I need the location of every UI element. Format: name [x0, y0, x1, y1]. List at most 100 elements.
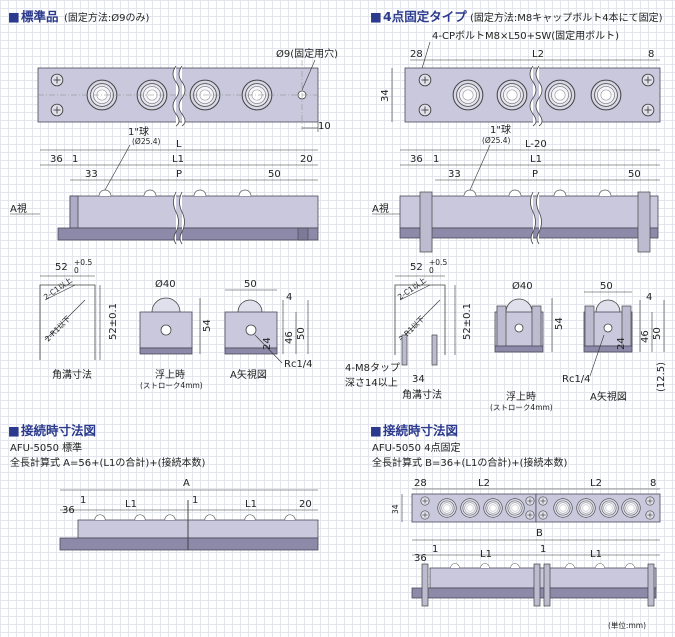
caption-groove: 角溝寸法 — [402, 388, 442, 401]
dim-12-5: (12.5) — [656, 362, 667, 392]
caption-float: 浮上時 — [506, 391, 536, 403]
bullet-icon: ■ — [8, 423, 20, 438]
dim-1: 1 — [540, 544, 546, 555]
dim-50-v: 50 — [296, 327, 307, 340]
dim-34: 34 — [412, 374, 425, 385]
view-a-label: A視 — [372, 202, 389, 215]
standard-top-view: Ø9(固定用穴) 10 — [37, 47, 338, 132]
dim-24: 24 — [616, 337, 627, 350]
formula-label: 全長計算式 B=36+(L1の合計)+(接続本数) — [372, 456, 568, 469]
dim-L2: L2 — [478, 478, 490, 489]
dim-B: B — [536, 528, 543, 539]
radius-label: 2-R1以下 — [397, 314, 427, 344]
rc-label: Rc1/4 — [284, 359, 313, 370]
dim-L1: L1 — [590, 549, 602, 560]
ball-diameter: (Ø25.4) — [482, 136, 511, 145]
section-note: (固定方法:Ø9のみ) — [64, 11, 150, 24]
angle-tol-bottom: 0 — [74, 266, 79, 275]
dia-40: Ø40 — [155, 278, 176, 290]
dim-28: 28 — [410, 49, 423, 60]
dim-50: 50 — [268, 169, 281, 180]
dim-28: 28 — [414, 478, 427, 489]
dim-20: 20 — [300, 154, 313, 165]
section-title: 接続時寸法図 — [383, 423, 458, 438]
caption-float: 浮上時 — [155, 369, 185, 381]
section-conn-std: ■ 接続時寸法図 AFU-5050 標準 全長計算式 A=56+(L1の合計)+… — [8, 423, 319, 551]
dim-8: 8 — [650, 478, 656, 489]
angle-dim: 52 — [55, 262, 68, 273]
bullet-icon: ■ — [8, 9, 20, 24]
section-standard-header: ■ 標準品 (固定方法:Ø9のみ) — [8, 9, 150, 24]
caption-stroke: (ストローク4mm) — [140, 381, 203, 390]
standard-front-view: L 36 1 L1 20 33 P 50 1"球 (Ø25.4) A視 — [10, 125, 319, 245]
dim-50: 50 — [628, 169, 641, 180]
formula-label: 全長計算式 A=56+(L1の合計)+(接続本数) — [10, 456, 206, 469]
m8-tap: 4-M8タップ — [345, 362, 400, 374]
section-conn-4pt: ■ 接続時寸法図 AFU-5050 4点固定 全長計算式 B=36+(L1の合計… — [370, 423, 661, 630]
angle-tol-bottom: 0 — [429, 266, 434, 275]
dim-36: 36 — [50, 154, 63, 165]
fixed4-front-view: 1"球 (Ø25.4) L-20 36 1 L1 33 P 50 A視 — [372, 123, 660, 253]
dim-34: 34 — [391, 504, 400, 514]
dim-8: 8 — [648, 49, 654, 60]
dim-46: 46 — [284, 331, 295, 344]
dim-10: 10 — [318, 121, 331, 132]
fixed4-top-view: 4-CPボルトM8×L50+SW(固定用ボルト) 28 L2 8 34 — [380, 29, 661, 127]
dim-P: P — [532, 169, 538, 180]
dia-40: Ø40 — [512, 280, 533, 292]
hole-label: Ø9(固定用穴) — [276, 47, 338, 60]
bullet-icon: ■ — [370, 423, 382, 438]
dim-36: 36 — [414, 553, 427, 564]
angle-tol-top: +0.5 — [429, 258, 447, 267]
section-fixed4-header: ■ 4点固定タイプ (固定方法:M8キャップボルト4本にて固定) — [370, 9, 663, 24]
ball-diameter: (Ø25.4) — [132, 137, 161, 146]
dim-4: 4 — [286, 292, 292, 303]
angle-tol-top: +0.5 — [74, 258, 92, 267]
dim-24: 24 — [262, 337, 273, 350]
width-50: 50 — [600, 281, 613, 292]
unit-label: (単位:mm) — [608, 620, 646, 630]
width-50: 50 — [244, 279, 257, 290]
dim-50-v: 50 — [652, 327, 663, 340]
dim-46: 46 — [640, 330, 651, 343]
dim-33: 33 — [448, 169, 461, 180]
dim-36: 36 — [410, 154, 423, 165]
caption-groove: 角溝寸法 — [52, 368, 92, 381]
dim-20: 20 — [299, 499, 312, 510]
section-title: 4点固定タイプ — [383, 9, 467, 24]
bolt-note: 4-CPボルトM8×L50+SW(固定用ボルト) — [432, 29, 619, 42]
dim-36: 36 — [62, 505, 75, 516]
dim-1: 1 — [80, 495, 86, 506]
dim-1: 1 — [192, 495, 198, 506]
fixed4-small-views: 52 +0.5 0 2-C1以上 2-R1以下 52±0.1 4-M8タップ 深… — [345, 258, 667, 412]
angle-dim: 52 — [410, 262, 423, 273]
caption-stroke: (ストローク4mm) — [490, 403, 553, 412]
dim-L1: L1 — [125, 499, 137, 510]
height-52: 52±0.1 — [462, 303, 473, 340]
ball-label: 1"球 — [490, 123, 511, 136]
dim-34: 34 — [380, 89, 391, 102]
dim-33: 33 — [85, 169, 98, 180]
section-note: (固定方法:M8キャップボルト4本にて固定) — [470, 11, 663, 24]
model-label: AFU-5050 4点固定 — [372, 441, 461, 454]
dim-1: 1 — [433, 154, 439, 165]
radius-label: 2-R1以下 — [43, 314, 73, 344]
dim-L1: L1 — [480, 549, 492, 560]
standard-small-views: 52 +0.5 0 2-C1以上 2-R1以下 52±0.1 角溝寸法 Ø40 … — [39, 258, 313, 390]
section-title: 接続時寸法図 — [21, 423, 96, 438]
bullet-icon: ■ — [370, 9, 382, 24]
rc-label: Rc1/4 — [562, 374, 591, 385]
section-title: 標準品 — [21, 9, 59, 24]
height-54: 54 — [554, 317, 565, 330]
ball-label: 1"球 — [128, 125, 149, 138]
m8-depth: 深さ14以上 — [345, 377, 398, 389]
height-54: 54 — [202, 319, 213, 332]
caption-a: A矢視図 — [230, 368, 267, 381]
dim-P: P — [176, 169, 182, 180]
dim-4: 4 — [646, 292, 652, 303]
dim-L20: L-20 — [525, 139, 547, 150]
dim-A: A — [183, 478, 190, 489]
dim-L2: L2 — [590, 478, 602, 489]
dim-L2: L2 — [532, 49, 544, 60]
